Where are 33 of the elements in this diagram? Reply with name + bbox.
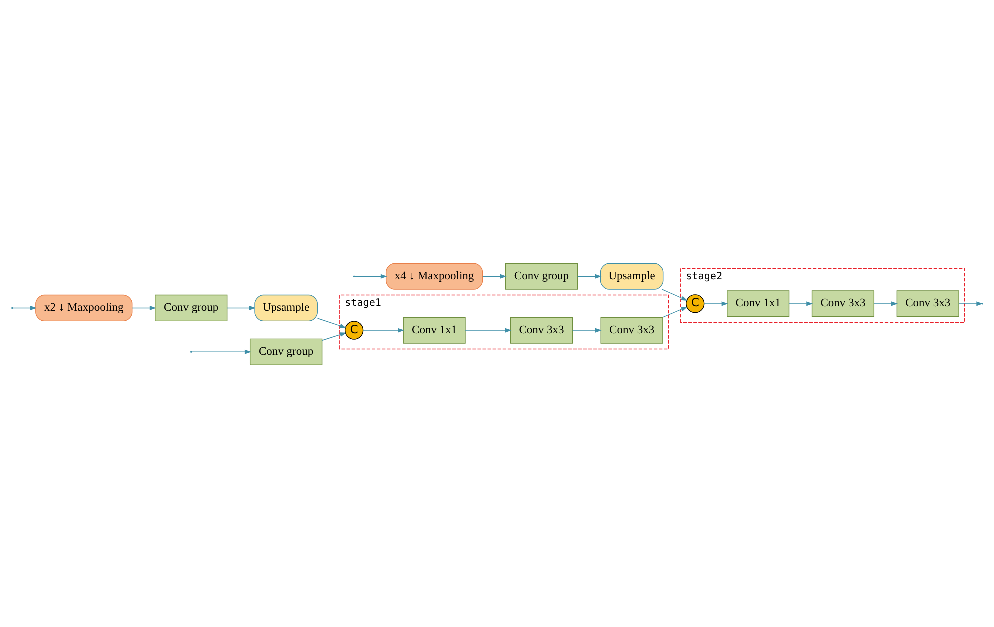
arrow xyxy=(362,328,404,332)
arrow xyxy=(873,301,898,306)
arrow xyxy=(788,301,813,306)
node-box: Conv 3x3 xyxy=(811,290,874,317)
node-box: x4 ↓ Maxpooling xyxy=(385,262,483,290)
node-box: Conv group xyxy=(154,294,228,322)
arrow xyxy=(226,305,256,310)
node-box: Conv group xyxy=(504,262,578,290)
node-box: Conv 3x3 xyxy=(896,290,959,317)
arrow xyxy=(572,328,602,332)
arrow xyxy=(191,349,251,354)
arrow xyxy=(316,318,346,328)
arrow xyxy=(662,306,688,318)
arrow xyxy=(132,305,156,310)
node-box: Conv group xyxy=(249,338,322,365)
arrow xyxy=(464,328,512,332)
arrow xyxy=(958,301,983,306)
arrow xyxy=(662,288,688,300)
arrow xyxy=(576,274,602,278)
node-circle: C xyxy=(686,294,704,313)
arrow xyxy=(704,301,728,306)
node-box: Conv 3x3 xyxy=(510,316,573,344)
node-box: x2 ↓ Maxpooling xyxy=(35,294,132,322)
node-circle: C xyxy=(344,320,364,340)
arrow xyxy=(322,332,346,340)
arrow xyxy=(482,274,506,278)
node-box: Conv 1x1 xyxy=(726,290,790,317)
node-box: Upsample xyxy=(254,294,318,322)
node-box: Conv 1x1 xyxy=(402,316,466,344)
arrow xyxy=(12,305,36,310)
arrow xyxy=(354,274,387,278)
node-box: Conv 3x3 xyxy=(600,316,663,344)
node-box: Upsample xyxy=(600,262,664,290)
